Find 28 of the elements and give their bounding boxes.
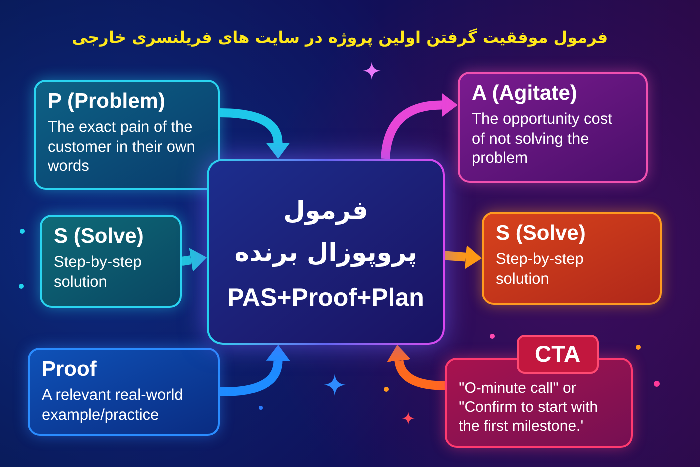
arrow (381, 93, 458, 160)
step-card (34, 80, 220, 190)
step-card (28, 348, 220, 436)
card-text: Step-by-step solution (54, 253, 143, 292)
title: فرمول موفقیت گرفتن اولین پروژه در سایت های فریلنسری خارجی (72, 27, 608, 49)
step-card (482, 212, 662, 305)
card-text: A relevant real-world example/practice (42, 386, 184, 425)
callout-card (445, 335, 633, 448)
card-text: Step-by-step solution (496, 250, 585, 289)
arrow (220, 345, 290, 396)
arrow (387, 345, 446, 390)
arrow (181, 248, 207, 272)
card-heading: S (Solve) (496, 221, 587, 247)
card-text: The opportunity cost of not solving the problem (472, 110, 614, 168)
center-card (207, 159, 445, 345)
arrow (444, 245, 482, 270)
card-heading: S (Solve) (54, 224, 145, 250)
step-card (40, 215, 182, 308)
arrow (220, 108, 290, 159)
formula-text: PAS+Proof+Plan (228, 282, 424, 314)
heading-tab: CTA (517, 335, 599, 374)
card-text: The exact pain of the customer in their own words (48, 118, 196, 176)
card-heading: A (Agitate) (472, 81, 578, 107)
card-text: ''O-minute call'' or ''Confirm to start with the first milestone.' (459, 380, 600, 436)
card-heading: Proof (42, 357, 98, 383)
card-heading: P (Problem) (48, 89, 166, 115)
step-card (458, 72, 648, 183)
center-heading: فرمول پروپوزال برنده (234, 194, 418, 270)
